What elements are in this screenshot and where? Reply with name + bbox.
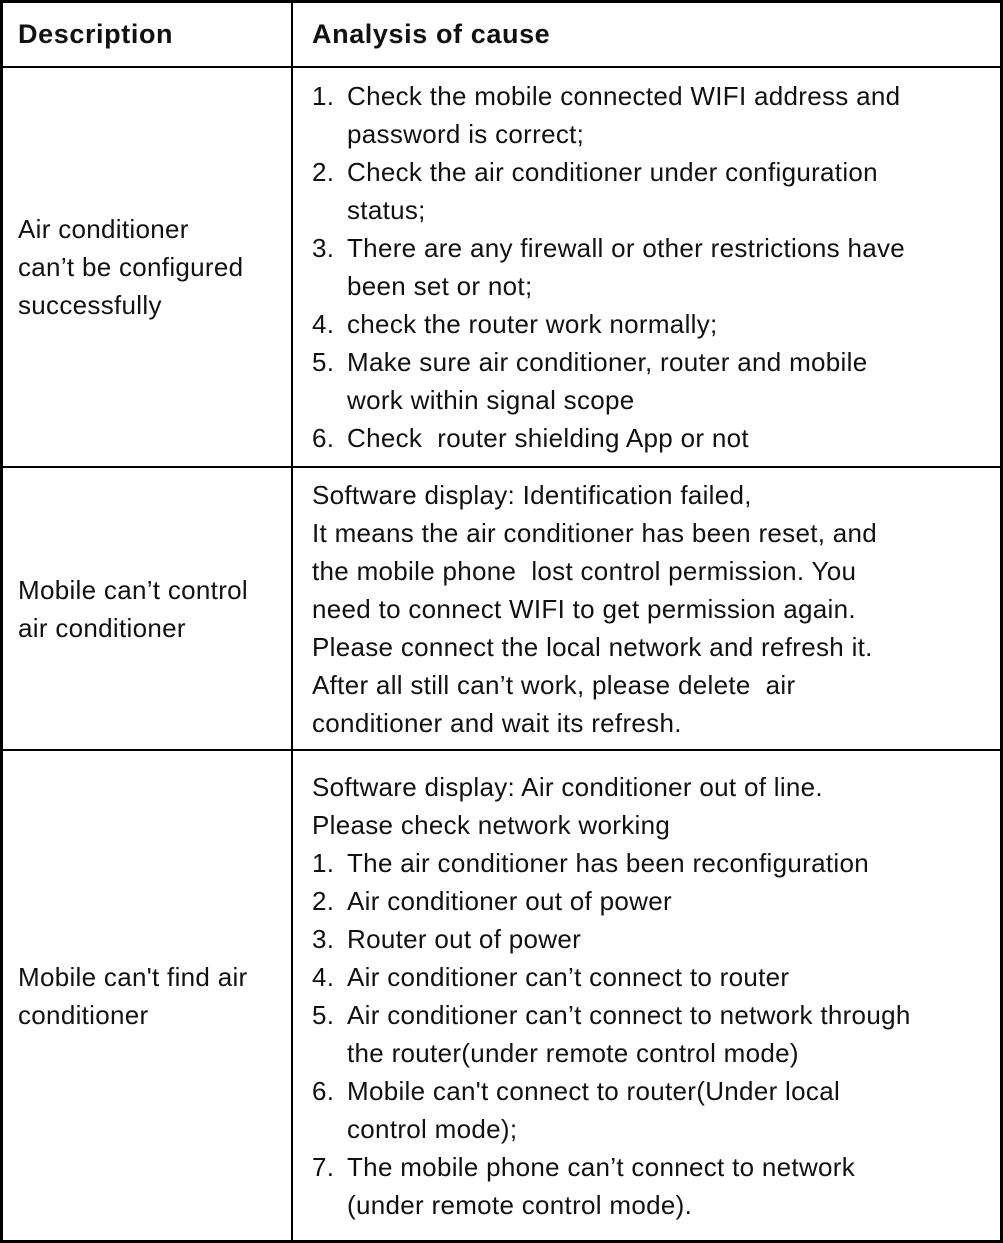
row3-description-cell: Mobile can't find air conditioner [3,751,293,1240]
list-item-text: check the router work normally; [347,309,718,339]
list-item-number: 5. [312,347,335,377]
list-item: 7. The mobile phone can’t connect to net… [312,1148,997,1224]
list-item-text: Air conditioner can’t connect to network… [347,999,911,1068]
list-item-number: 2. [312,157,335,187]
list-item: 4. check the router work normally; [312,305,997,343]
list-item: 1. The air conditioner has been reconfig… [312,844,997,882]
header-cell-analysis: Analysis of cause [293,3,1000,68]
row2-analysis-paragraph: Software display: Identification failed,… [312,479,878,738]
list-item-number: 3. [312,233,335,263]
list-item-number: 1. [312,81,335,111]
list-item-text: The air conditioner has been reconfigura… [347,847,869,878]
row2-description-text: Mobile can’t control air conditioner [18,574,248,643]
row3-description-text: Mobile can't find air conditioner [18,961,248,1030]
row1-analysis-cell: 1. Check the mobile connected WIFI addre… [293,68,1000,468]
list-item: 5. Make sure air conditioner, router and… [312,343,997,419]
row3-analysis-cell: Software display: Air conditioner out of… [293,751,1000,1240]
row1-description-text: Air conditioner can’t be configured succ… [18,214,244,320]
list-item-text: Check the air conditioner under configur… [347,157,878,225]
row1-description-cell: Air conditioner can’t be configured succ… [3,68,293,468]
list-item: 1. Check the mobile connected WIFI addre… [312,77,997,153]
list-item-number: 1. [312,847,335,878]
header-analysis-label: Analysis of cause [312,19,551,49]
list-item: 3. There are any firewall or other restr… [312,229,997,305]
header-description-label: Description [18,19,174,49]
list-item-number: 7. [312,1151,335,1182]
list-item-number: 6. [312,423,335,453]
list-item-text: Air conditioner can’t connect to router [347,961,790,992]
list-item-number: 4. [312,961,335,992]
list-item-number: 3. [312,923,335,954]
header-cell-description: Description [3,3,293,68]
row2-analysis-cell: Software display: Identification failed,… [293,468,1000,751]
list-item-text: Air conditioner out of power [347,885,672,916]
list-item: 6. Mobile can't connect to router(Under … [312,1072,997,1148]
list-item-text: Make sure air conditioner, router and mo… [347,347,868,415]
list-item: 3. Router out of power [312,920,997,958]
list-item-text: There are any firewall or other restrict… [347,233,906,301]
list-item-number: 4. [312,309,335,339]
list-item-number: 5. [312,999,335,1030]
list-item-text: Check the mobile connected WIFI address … [347,81,901,149]
list-item-text: Router out of power [347,923,582,954]
list-item: 2. Check the air conditioner under confi… [312,153,997,229]
list-item-text: Mobile can't connect to router(Under loc… [347,1075,841,1144]
list-item: 5. Air conditioner can’t connect to netw… [312,996,997,1072]
list-item-number: 2. [312,885,335,916]
row2-description-cell: Mobile can’t control air conditioner [3,468,293,751]
row3-analysis-preamble: Software display: Air conditioner out of… [312,771,823,840]
list-item: 6. Check router shielding App or not [312,419,997,457]
list-item-text: Check router shielding App or not [347,423,749,453]
list-item: 2. Air conditioner out of power [312,882,997,920]
list-item: 4. Air conditioner can’t connect to rout… [312,958,997,996]
list-item-number: 6. [312,1075,335,1106]
list-item-text: The mobile phone can’t connect to networ… [347,1151,856,1220]
